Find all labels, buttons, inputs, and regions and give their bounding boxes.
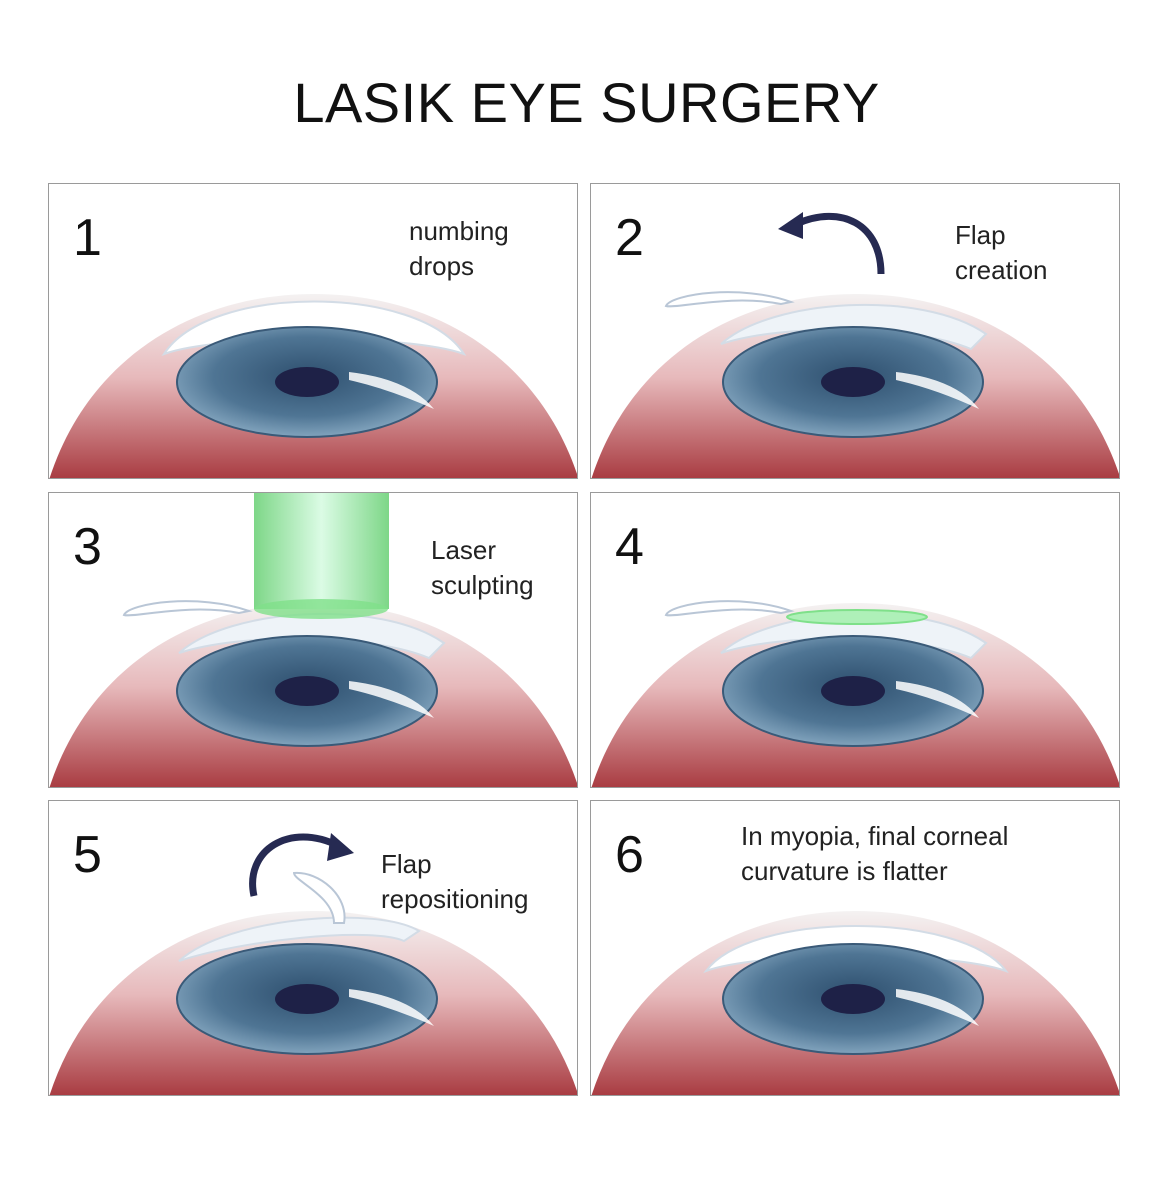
curved-arrow-icon [794,212,885,275]
curved-arrow-icon [249,833,341,897]
step-caption: numbing drops [409,216,509,281]
eye-illustration [591,911,1119,1095]
step-caption: Flap creation [955,220,1048,285]
step-4-panel: 4 [590,492,1120,788]
step-5-panel: 5 Flap repositioning [48,800,578,1096]
step-2-panel: 2 Flap creation [590,183,1120,479]
eye-illustration [49,294,577,478]
step-1-panel: 1 numbing drops [48,183,578,479]
corneal-flap [664,291,795,308]
step-number: 5 [73,826,102,884]
page-title: LASIK EYE SURGERY [293,71,880,134]
step-caption: In myopia, final corneal curvature is fl… [741,821,1009,886]
corneal-flap [664,600,795,617]
step-number: 3 [73,518,102,576]
step-number: 4 [615,518,644,576]
eye-illustration [49,833,577,1095]
eye-illustration [49,493,577,787]
corneal-flap [292,871,346,924]
step-number: 1 [73,209,102,267]
ablated-zone [786,609,928,625]
eye-illustration [591,600,1119,787]
step-number: 6 [615,826,644,884]
corneal-flap [122,600,253,617]
step-3-panel: 3 Laser sculpting [48,492,578,788]
step-6-panel: 6 In myopia, final corneal curvature is … [590,800,1120,1096]
eye-illustration [591,212,1119,478]
step-caption: Flap repositioning [381,849,529,914]
step-number: 2 [615,209,644,267]
laser-beam [254,493,389,609]
step-caption: Laser sculpting [431,535,534,600]
